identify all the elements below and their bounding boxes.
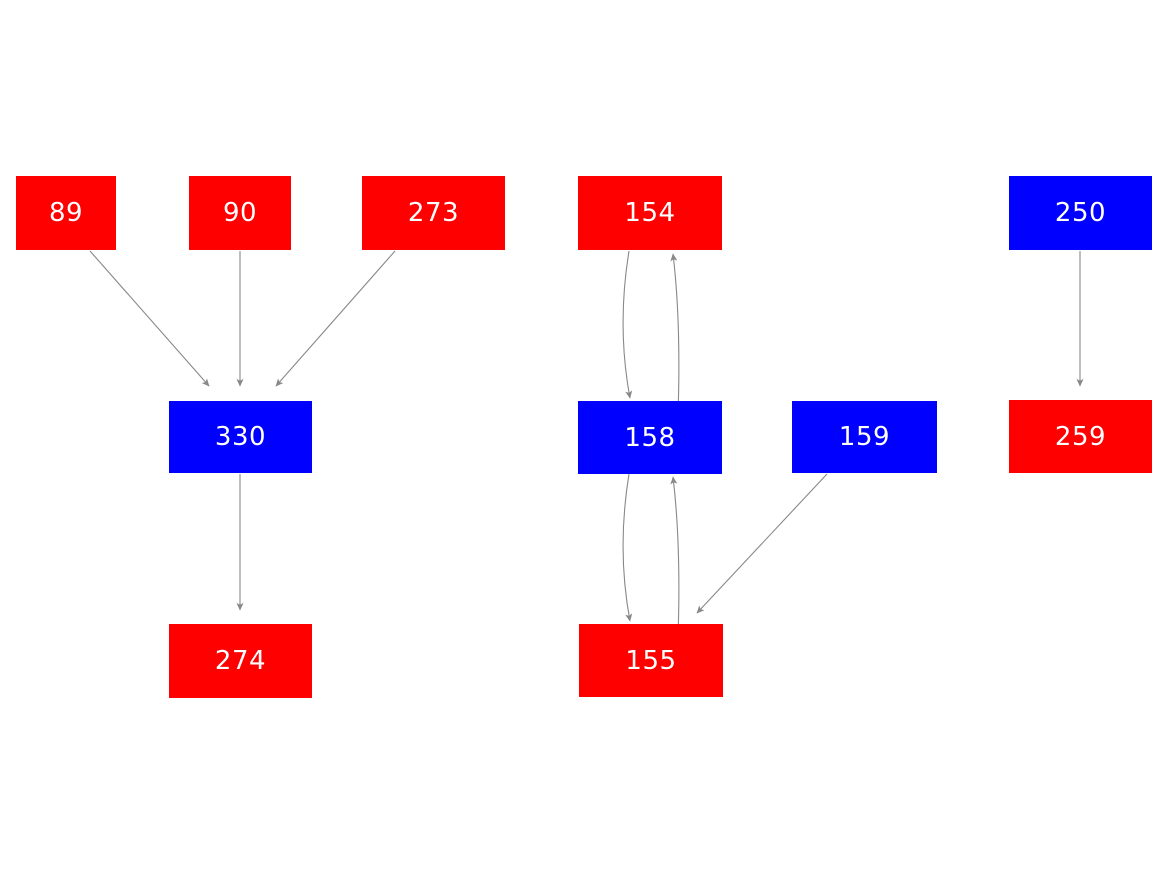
graph-node-273[interactable]: 273 [362,176,505,250]
graph-edge [622,250,633,399]
graph-edge [622,473,633,622]
graph-node-label: 154 [624,198,676,228]
graph-node-274[interactable]: 274 [169,624,312,698]
graph-node-label: 273 [407,198,460,228]
graph-node-154[interactable]: 154 [578,176,722,250]
graph-node-label: 90 [222,198,258,228]
graph-node-155[interactable]: 155 [579,624,723,697]
graph-node-330[interactable]: 330 [169,401,312,473]
graph-node-158[interactable]: 158 [578,401,722,474]
graph-edge [275,250,396,387]
graph-node-label: 250 [1054,198,1107,228]
graph-node-250[interactable]: 250 [1009,176,1152,250]
graph-node-label: 159 [838,422,891,452]
graph-node-label: 158 [624,422,676,453]
graph-node-label: 274 [214,646,267,676]
graph-node-label: 155 [625,645,677,676]
graph-edge [696,473,828,614]
graph-node-label: 89 [48,198,84,228]
graph-node-159[interactable]: 159 [792,401,937,473]
graph-node-90[interactable]: 90 [189,176,291,250]
graph-node-label: 330 [214,422,267,452]
graph-edge [89,250,210,387]
graph-node-89[interactable]: 89 [16,176,116,250]
graph-node-label: 259 [1054,421,1107,452]
graph-node-259[interactable]: 259 [1009,400,1152,473]
